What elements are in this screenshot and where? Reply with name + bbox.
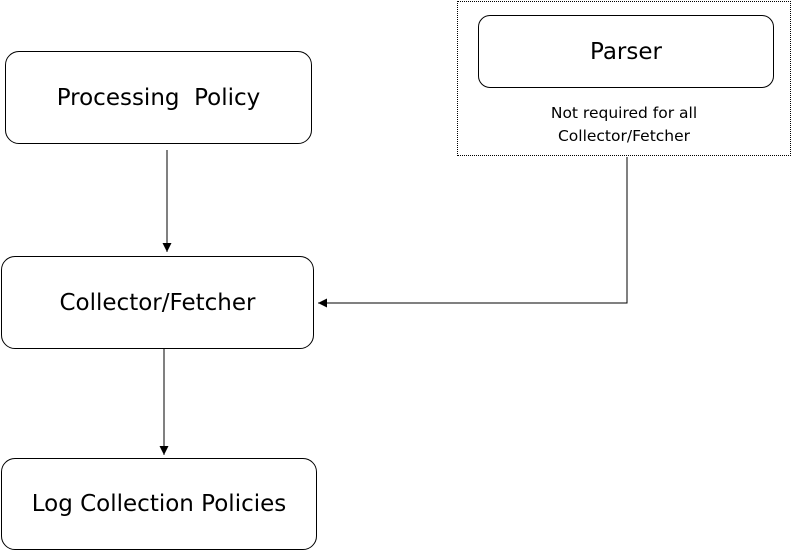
optional-group-note-line1: Not required for all [550,104,698,122]
optional-group-note: Not required for all Collector/Fetcher [458,102,790,148]
collector-fetcher-label: Collector/Fetcher [59,289,256,316]
log-collection-policies-label: Log Collection Policies [31,491,287,517]
parser-node[interactable]: Parser [478,15,774,88]
optional-parser-group: Parser Not required for all Collector/Fe… [457,1,791,156]
collector-fetcher-node[interactable]: Collector/Fetcher [1,256,314,349]
parser-label: Parser [590,38,662,65]
processing-policy-node[interactable]: Processing Policy [5,51,312,144]
processing-policy-label: Processing Policy [56,84,261,111]
log-collection-policies-node[interactable]: Log Collection Policies [1,458,317,550]
optional-group-note-line2: Collector/Fetcher [557,127,691,145]
arrow-parser-to-collector [318,157,628,308]
